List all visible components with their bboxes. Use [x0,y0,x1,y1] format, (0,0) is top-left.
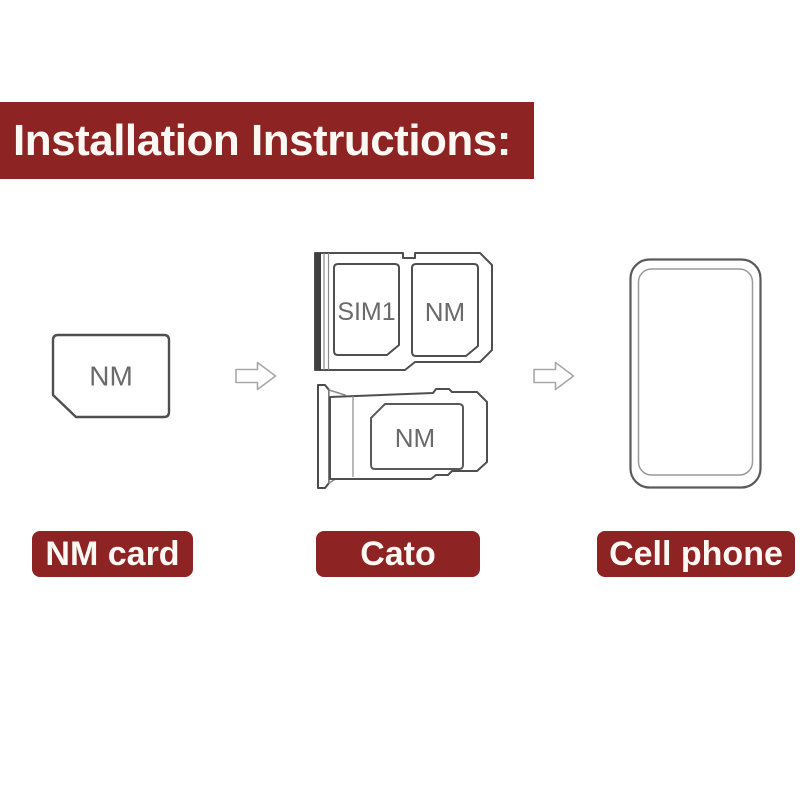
right-arrow-shape [235,361,277,391]
phone-screen-outline [637,268,754,476]
caption-cato: Cato [316,531,480,577]
right-arrow-icon [533,361,575,391]
sim-tray-bottom-figure: NM [317,384,488,489]
caption-cato-text: Cato [360,534,436,573]
phone-body-outline [629,258,762,489]
tray-bottom-card-shape [370,403,464,470]
sim-tray-top-figure: SIM1 NM [314,252,493,371]
nm-slot-text: NM [425,297,465,327]
right-arrow-icon [235,361,277,391]
nm-slot-shape [411,263,479,357]
nm-card-figure: NM [51,333,171,419]
cell-phone-figure [629,258,762,489]
sim1-slot-shape [333,263,400,356]
caption-cell-phone-text: Cell phone [609,534,783,573]
nm-card-text: NM [89,361,133,392]
caption-nm-card-text: NM card [45,534,180,573]
tray-bottom-card-text: NM [395,423,435,453]
tray-bottom-end-cap [317,384,330,489]
right-arrow-shape [533,361,575,391]
sim1-slot-text: SIM1 [337,298,395,326]
caption-cell-phone: Cell phone [597,531,795,577]
page-title: Installation Instructions: [13,115,511,165]
tray-top-end-bar [315,253,321,370]
title-banner: Installation Instructions: [0,102,534,179]
caption-nm-card: NM card [32,531,193,577]
nm-card-shape [51,333,171,419]
